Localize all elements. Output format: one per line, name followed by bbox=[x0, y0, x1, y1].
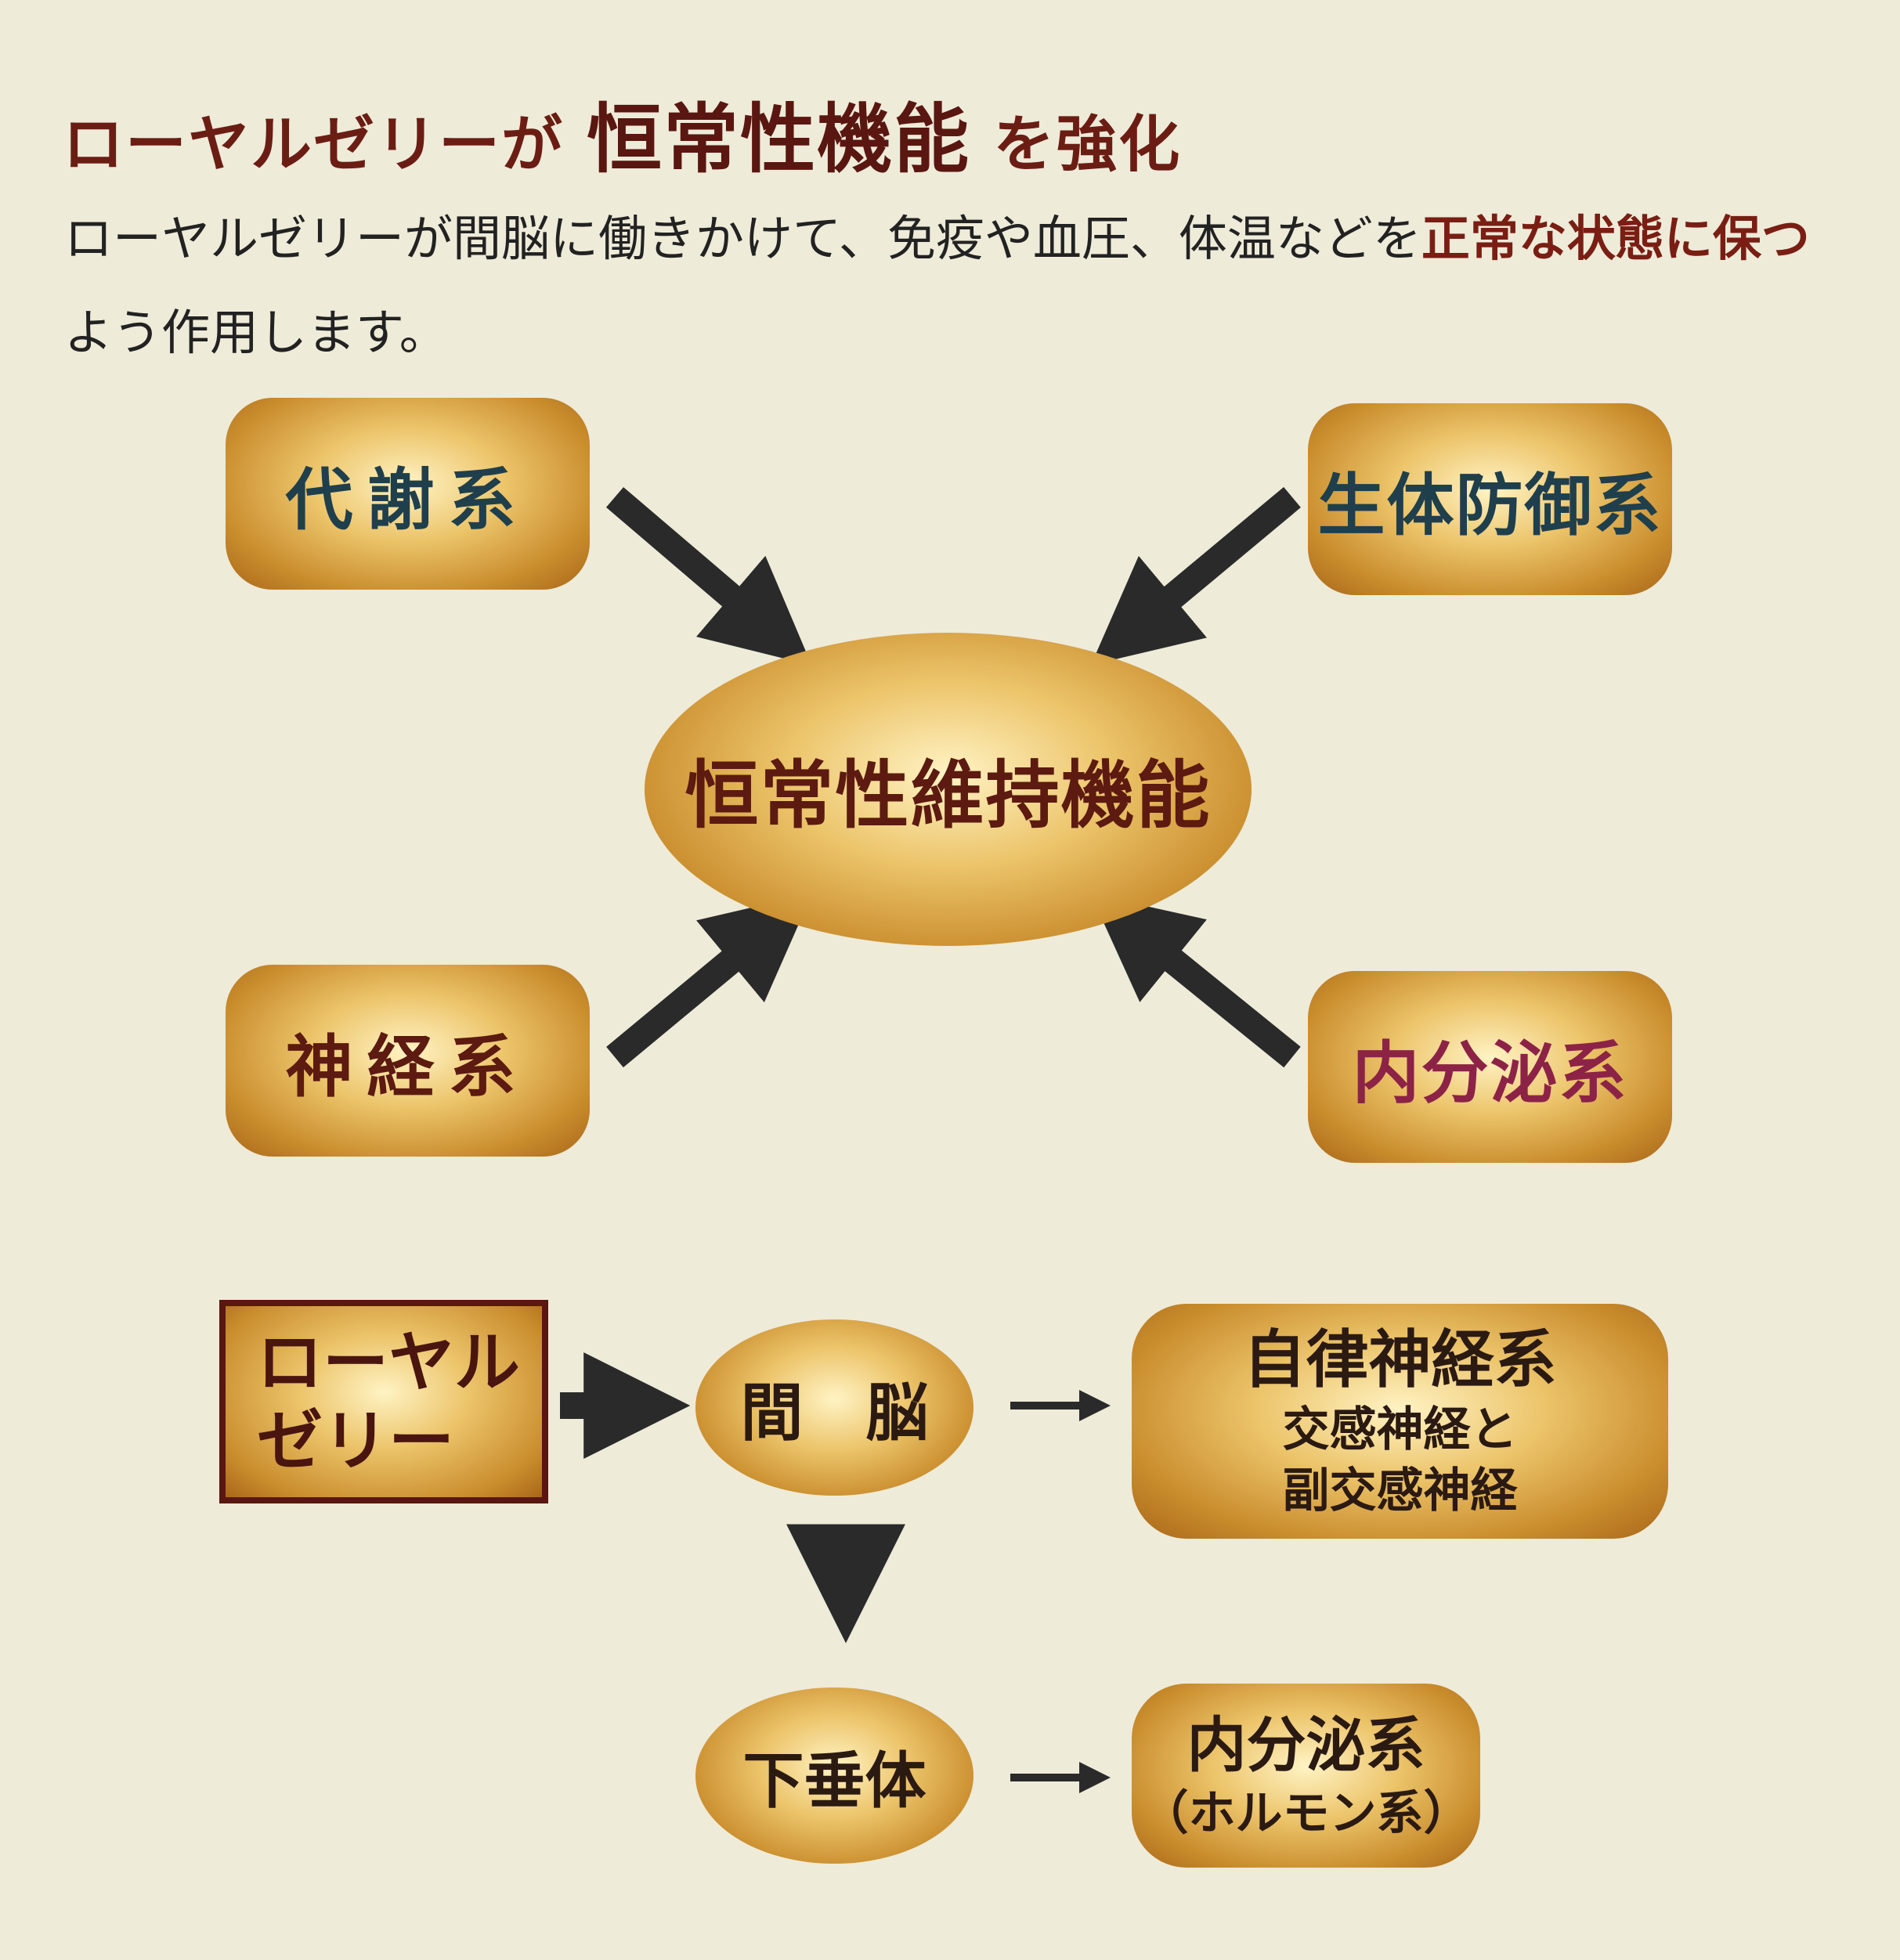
node-endocrine-label: 内分泌系 bbox=[1352, 1034, 1628, 1113]
node-autonomic-sub-2: 副交感神経 bbox=[1282, 1464, 1518, 1518]
arrow-nervous-to-center bbox=[606, 893, 813, 1068]
node-metabolism-label: 代謝系 bbox=[285, 461, 530, 540]
lead-paragraph: ローヤルゼリーが間脳に働きかけて、免疫や血圧、体温などを正常な状態に保つ よう作… bbox=[64, 192, 1866, 380]
node-center-label: 恒常性維持機能 bbox=[685, 753, 1212, 839]
node-pituitary-label: 下垂体 bbox=[742, 1745, 927, 1817]
title-prefix: ローヤルゼリーが bbox=[63, 110, 587, 180]
royal-line-1: ローヤル bbox=[257, 1324, 521, 1401]
page-title: ローヤルゼリーが 恒常性機能 を強化 bbox=[63, 78, 1181, 187]
node-hormone-sub: （ホルモン系） bbox=[1141, 1785, 1471, 1841]
arrow-metabolism-to-center bbox=[605, 487, 812, 666]
node-center: 恒常性維持機能 bbox=[645, 633, 1252, 946]
arrow-defense-to-center bbox=[1090, 486, 1301, 666]
node-defense-label: 生体防御系 bbox=[1317, 467, 1663, 545]
node-diencephalon: 間 脳 bbox=[695, 1319, 973, 1496]
title-keyword: 恒常性機能 bbox=[587, 96, 971, 183]
node-diencephalon-label: 間 脳 bbox=[740, 1376, 929, 1449]
node-hormone: 内分泌系 （ホルモン系） bbox=[1132, 1684, 1480, 1868]
node-defense: 生体防御系 bbox=[1308, 403, 1672, 595]
lead-emphasis: 正常な状態に保つ bbox=[1421, 210, 1810, 267]
node-autonomic-sub-1: 交感神経と bbox=[1282, 1402, 1518, 1457]
royal-line-2: ゼリー bbox=[257, 1402, 455, 1479]
lead-text-2: よう作用します。 bbox=[64, 304, 448, 361]
title-suffix: を強化 bbox=[970, 110, 1182, 180]
arrow-endocrine-to-center bbox=[1090, 893, 1301, 1068]
node-nervous-label: 神経系 bbox=[285, 1028, 530, 1106]
node-endocrine: 内分泌系 bbox=[1308, 971, 1672, 1163]
node-autonomic: 自律神経系 交感神経と 副交感神経 bbox=[1132, 1304, 1668, 1539]
node-royal-jelly: ローヤル ゼリー bbox=[219, 1300, 548, 1503]
node-nervous: 神経系 bbox=[226, 965, 590, 1157]
node-metabolism: 代謝系 bbox=[226, 398, 590, 590]
node-autonomic-title: 自律神経系 bbox=[1243, 1323, 1557, 1396]
node-hormone-title: 内分泌系 bbox=[1187, 1709, 1425, 1780]
node-pituitary: 下垂体 bbox=[695, 1687, 973, 1864]
lead-text-1: ローヤルゼリーが間脳に働きかけて、免疫や血圧、体温などを bbox=[64, 210, 1421, 267]
